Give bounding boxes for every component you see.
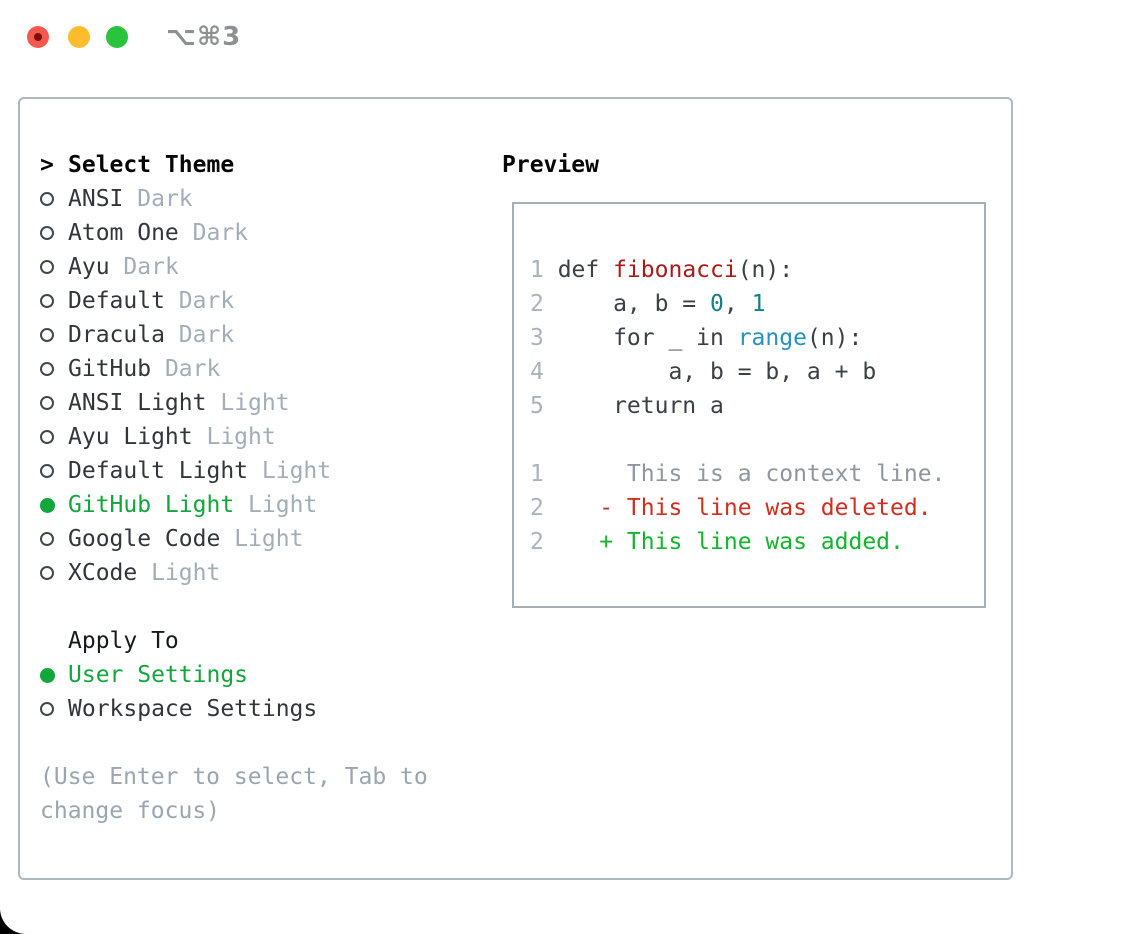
apply-to-header: Apply To (40, 624, 486, 658)
radio-selected-icon[interactable] (40, 667, 55, 683)
window-titlebar: ⌥⌘3 (0, 0, 1140, 74)
spacer (40, 590, 486, 624)
apply-to-title: Apply To (68, 628, 179, 654)
theme-picker-panel: > Select Theme ANSI Dark Atom One Dark Ay… (18, 97, 1013, 880)
window-corner (0, 908, 26, 934)
theme-option-default-dark[interactable]: Default Dark (40, 284, 486, 318)
code-line: 3 for _ in range(n): (530, 321, 984, 355)
select-theme-title: Select Theme (68, 152, 235, 178)
select-theme-header: > Select Theme (40, 148, 486, 182)
zoom-button[interactable] (106, 26, 128, 48)
minimize-button[interactable] (68, 26, 90, 48)
radio-icon[interactable] (40, 566, 54, 580)
apply-to-option-user-settings[interactable]: User Settings (40, 658, 486, 692)
diff-context-line: 1 This is a context line. (530, 457, 984, 491)
theme-option-ayu-dark[interactable]: Ayu Dark (40, 250, 486, 284)
theme-option-ayu-light[interactable]: Ayu Light Light (40, 420, 486, 454)
apply-to-option-workspace-settings[interactable]: Workspace Settings (40, 692, 486, 726)
line-number: 1 (530, 461, 544, 487)
radio-icon[interactable] (40, 226, 54, 240)
line-number: 4 (530, 359, 544, 385)
diff-deleted-line: 2 - This line was deleted. (530, 491, 984, 525)
code-line: 2 a, b = 0, 1 (530, 287, 984, 321)
radio-icon[interactable] (40, 464, 54, 478)
code-line: 4 a, b = b, a + b (530, 355, 984, 389)
theme-list: > Select Theme ANSI Dark Atom One Dark Ay… (40, 148, 486, 828)
line-number: 2 (530, 529, 544, 555)
radio-icon[interactable] (40, 396, 54, 410)
code-line: 5 return a (530, 389, 984, 423)
close-button[interactable] (27, 26, 49, 48)
window-shortcut-label: ⌥⌘3 (166, 22, 242, 52)
diff-added-line: 2 + This line was added. (530, 525, 984, 559)
radio-icon[interactable] (40, 328, 54, 342)
line-number: 2 (530, 291, 544, 317)
line-number: 5 (530, 393, 544, 419)
theme-option-dracula-dark[interactable]: Dracula Dark (40, 318, 486, 352)
theme-option-ansi-light[interactable]: ANSI Light Light (40, 386, 486, 420)
preview-title: Preview (502, 152, 599, 178)
theme-option-atom-one-dark[interactable]: Atom One Dark (40, 216, 486, 250)
blank-line (530, 219, 984, 253)
theme-option-ansi-dark[interactable]: ANSI Dark (40, 182, 486, 216)
radio-icon[interactable] (40, 294, 54, 308)
line-number: 2 (530, 495, 544, 521)
radio-icon[interactable] (40, 430, 54, 444)
radio-icon[interactable] (40, 260, 54, 274)
radio-selected-icon[interactable] (40, 497, 55, 513)
line-number: 1 (530, 257, 544, 283)
blank-line (530, 423, 984, 457)
theme-option-google-code-light[interactable]: Google Code Light (40, 522, 486, 556)
keyboard-hint: (Use Enter to select, Tab to change focu… (40, 764, 428, 824)
line-number: 3 (530, 325, 544, 351)
theme-option-github-dark[interactable]: GitHub Dark (40, 352, 486, 386)
focus-caret-icon: > (40, 152, 54, 178)
radio-icon[interactable] (40, 702, 54, 716)
theme-option-github-light[interactable]: GitHub Light Light (40, 488, 486, 522)
radio-icon[interactable] (40, 192, 54, 206)
theme-option-default-light[interactable]: Default Light Light (40, 454, 486, 488)
theme-option-xcode-light[interactable]: XCode Light (40, 556, 486, 590)
radio-icon[interactable] (40, 532, 54, 546)
radio-icon[interactable] (40, 362, 54, 376)
